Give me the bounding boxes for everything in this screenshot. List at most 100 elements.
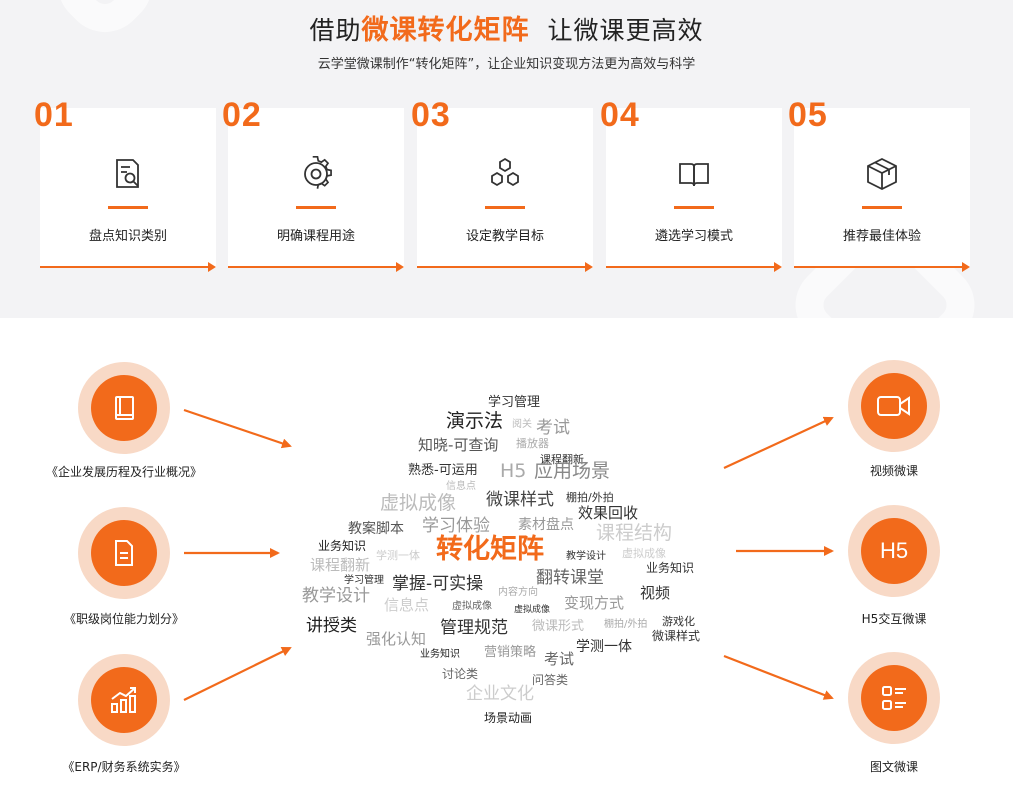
source-circle-inner [91,375,157,441]
step-label: 盘点知识类别 [88,229,167,244]
step-accent-bar [108,206,148,209]
word-cloud-term: 素材盘点 [518,517,574,533]
word-cloud-term: 微课形式 [532,619,585,634]
word-cloud-term: 知晓-可查询 [418,436,499,454]
word-cloud-term: 企业文化 [466,684,534,704]
hexagons-icon [491,157,519,187]
top-section: 借助微课转化矩阵 让微课更高效 云学堂微课制作“转化矩阵”，让企业知识变现方法更… [0,0,1013,318]
word-cloud-term: 阅关 [512,419,532,430]
step-card-body: 遴选学习模式 [606,108,782,272]
word-cloud-term: 问答类 [532,673,569,687]
source-circle-inner [91,667,157,733]
arrow-source-3 [183,647,292,701]
word-cloud-term: 演示法 [446,410,504,432]
word-cloud-term: H5 [500,460,527,482]
word-cloud-term: 讲授类 [306,616,357,636]
word-cloud-term: 棚拍/外拍 [604,619,648,630]
word-cloud-term: 学习管理 [488,395,541,410]
step-underline-arrow [208,262,216,272]
title-suffix: 让微课更高效 [547,16,704,45]
word-cloud-term: 业务知识 [318,539,367,553]
source-label-3: 《ERP/财务系统实务》 [62,760,186,774]
word-cloud-term: 转化矩阵 [436,534,544,565]
output-circle-2: H5 [848,505,940,597]
step-underline [417,266,587,268]
step-label: 设定教学目标 [465,229,544,244]
output-circle-inner [861,665,927,731]
output-label-1: 视频微课 [869,464,918,478]
list-icon [882,686,906,710]
word-cloud-term: 微课样式 [486,490,554,510]
title-prefix: 借助 [309,16,362,45]
word-cloud-term: 课程结构 [596,522,673,544]
word-cloud-term: 教学设计 [302,586,370,606]
step-underline-arrow [962,262,970,272]
step-card-4: 遴选学习模式 04 [600,96,784,272]
word-cloud-term: 学测一体 [576,639,632,655]
word-cloud-term: 效果回收 [578,504,639,522]
step-underline [794,266,964,268]
source-circle-2 [78,507,170,599]
step-underline [606,266,776,268]
document-icon [115,540,133,566]
step-card-1: 盘点知识类别 01 [34,96,218,272]
word-cloud-term: 课程翻新 [310,556,371,574]
title-highlight: 微课转化矩阵 [361,15,530,46]
word-cloud-term: 内容方向 [498,587,538,598]
step-accent-bar [485,206,525,209]
word-cloud-term: 棚拍/外拍 [566,491,614,504]
step-underline [40,266,210,268]
step-label: 推荐最佳体验 [842,229,921,244]
word-cloud-term: 管理规范 [440,618,508,638]
step-underline [228,266,398,268]
arrow-output-3 [723,654,834,700]
document-search-icon [116,159,139,188]
step-accent-bar [296,206,336,209]
step-card-3: 设定教学目标 03 [411,96,595,272]
word-cloud-term: 考试 [536,418,570,438]
word-cloud-term: 游戏化 [662,615,695,628]
step-card-5: 推荐最佳体验 05 [788,96,972,272]
step-number: 01 [34,96,74,134]
step-number: 05 [788,96,828,134]
step-accent-bar [674,206,714,209]
arrow-output-1 [723,416,834,469]
word-cloud-term: 学测一体 [376,549,420,562]
word-cloud-term: 强化认知 [366,630,427,648]
step-card-body: 推荐最佳体验 [794,108,970,272]
word-cloud-term: 考试 [544,650,575,668]
word-cloud-term: 虚拟成像 [514,605,551,615]
step-number: 02 [222,96,262,134]
output-label-2: H5交互微课 [861,612,927,626]
step-underline-arrow [774,262,782,272]
word-cloud-term: 虚拟成像 [622,547,666,560]
word-cloud-term: 学习体验 [422,516,490,536]
step-card-2: 明确课程用途 02 [222,96,406,272]
book-icon [115,396,134,420]
word-cloud-term: 讨论类 [442,667,479,681]
source-circle-inner [91,520,157,586]
source-label-2: 《职级岗位能力划分》 [63,612,184,626]
source-label-1: 《企业发展历程及行业概况》 [45,465,202,479]
output-circle-inner: H5 [861,518,927,584]
output-circle-1 [848,360,940,452]
video-camera-icon [877,396,910,416]
word-cloud-term: 应用场景 [534,460,611,482]
step-underline-arrow [396,262,404,272]
bar-chart-icon [111,687,136,713]
box-icon [867,157,897,191]
output-label-3: 图文微课 [869,760,918,774]
output-circle-inner [861,373,927,439]
gear-icon [304,156,332,189]
output-circle-3 [848,652,940,744]
word-cloud-term: 视频 [640,584,671,602]
word-cloud-term: 教学设计 [566,551,606,562]
word-cloud-term: 播放器 [516,437,549,450]
step-accent-bar [862,206,902,209]
word-cloud-term: 虚拟成像 [380,492,457,514]
h5-icon: H5 [879,538,909,563]
word-cloud-term: 营销策略 [484,645,537,660]
page-title: 借助微课转化矩阵 让微课更高效 [0,8,1013,47]
